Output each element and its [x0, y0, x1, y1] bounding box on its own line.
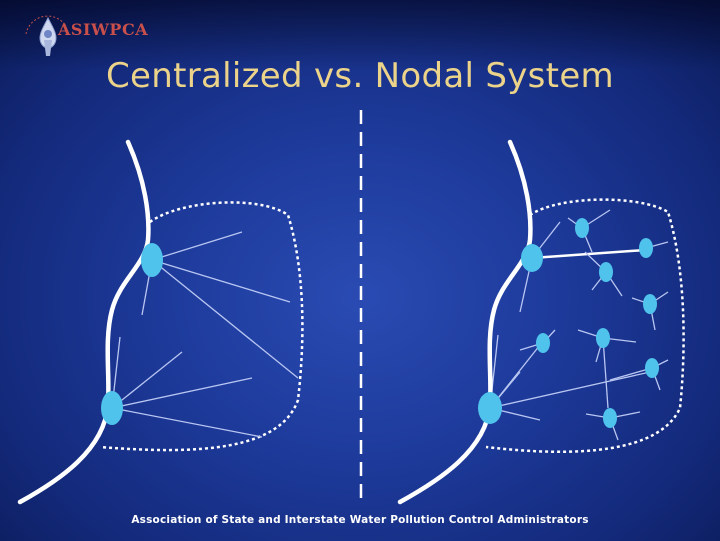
left-central-plant-upper [141, 243, 163, 277]
slide-title: Centralized vs. Nodal System [106, 56, 614, 96]
satellite-node [575, 218, 589, 238]
satellite-node [639, 238, 653, 258]
satellite-node [596, 328, 610, 348]
right-plant-upper [521, 244, 543, 272]
satellite-node [603, 408, 617, 428]
centralized-diagram [17, 139, 304, 505]
satellite-node [599, 262, 613, 282]
right-plant-lower [478, 392, 502, 424]
satellite-node [645, 358, 659, 378]
satellite-node [643, 294, 657, 314]
left-river [17, 139, 151, 505]
right-service-boundary [485, 198, 685, 454]
footer-org-name: Association of State and Interstate Wate… [131, 514, 589, 526]
nodal-diagram [397, 139, 685, 505]
left-service-boundary [99, 201, 304, 452]
satellite-node [536, 333, 550, 353]
asiwpca-logo [25, 15, 67, 56]
right-satellite-nodes [536, 218, 659, 428]
logo-org-abbrev: ASIWPCA [58, 20, 149, 39]
right-river [397, 139, 533, 505]
left-central-plant-lower [101, 391, 123, 425]
